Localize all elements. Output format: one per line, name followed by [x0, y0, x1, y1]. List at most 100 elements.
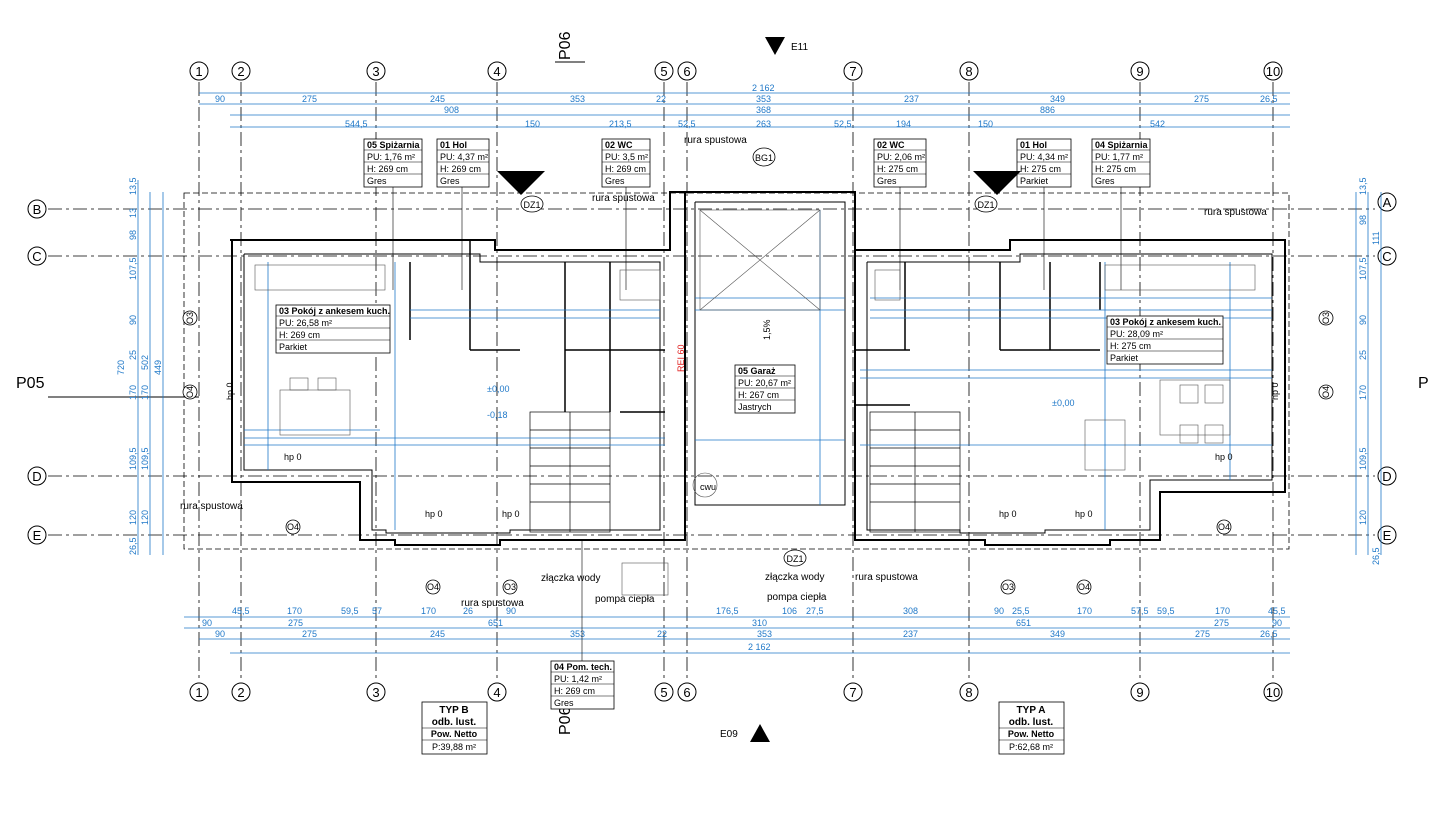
axis-bubble: A — [1377, 192, 1397, 212]
svg-text:170: 170 — [1077, 606, 1092, 616]
svg-text:13,5: 13,5 — [128, 177, 138, 195]
svg-text:8: 8 — [965, 685, 972, 700]
svg-text:2 162: 2 162 — [752, 83, 775, 93]
svg-text:P:62,68 m²: P:62,68 m² — [1009, 742, 1053, 752]
svg-text:pompa ciepła: pompa ciepła — [767, 592, 827, 603]
svg-text:170: 170 — [421, 606, 436, 616]
svg-text:E09: E09 — [720, 729, 738, 740]
svg-text:170: 170 — [1358, 385, 1368, 400]
svg-text:150: 150 — [525, 119, 540, 129]
svg-text:O3: O3 — [504, 582, 516, 592]
svg-text:PU: 2,06 m²: PU: 2,06 m² — [877, 152, 925, 162]
svg-text:275: 275 — [302, 94, 317, 104]
axis-bubble: 5 — [654, 61, 674, 81]
svg-text:59,5: 59,5 — [1157, 606, 1175, 616]
svg-text:107,5: 107,5 — [128, 257, 138, 280]
svg-text:O4: O4 — [1321, 386, 1331, 398]
side-axis-markers: B C D E A C D E — [27, 192, 1397, 545]
side-dim-texts: 26,5 120 109,5 170 25 90 107,5 98 13 13,… — [116, 177, 1381, 565]
svg-text:109,5: 109,5 — [128, 447, 138, 470]
dz1-marker: DZ1 — [520, 195, 544, 213]
svg-text:120: 120 — [128, 510, 138, 525]
svg-text:10: 10 — [1266, 64, 1280, 79]
svg-text:237: 237 — [903, 629, 918, 639]
svg-text:Parkiet: Parkiet — [279, 342, 308, 352]
svg-text:D: D — [32, 469, 41, 484]
svg-text:DZ1: DZ1 — [786, 554, 803, 564]
svg-text:25: 25 — [128, 350, 138, 360]
svg-text:03 Pokój z ankesem kuch.: 03 Pokój z ankesem kuch. — [1110, 317, 1221, 327]
svg-text:-0,18: -0,18 — [487, 410, 508, 420]
svg-text:150: 150 — [978, 119, 993, 129]
svg-text:hp 0: hp 0 — [1270, 382, 1280, 400]
svg-text:E11: E11 — [791, 42, 808, 53]
top-dim-texts: 2 162 90 275 245 353 22 353 237 349 275 … — [215, 83, 1278, 129]
svg-text:Jastrych: Jastrych — [738, 402, 772, 412]
axis-bubble: B — [27, 199, 47, 219]
svg-text:45,5: 45,5 — [1268, 606, 1286, 616]
svg-text:rura spustowa: rura spustowa — [461, 598, 524, 609]
svg-text:H: 275 cm: H: 275 cm — [1020, 164, 1061, 174]
svg-text:26,5: 26,5 — [1260, 94, 1278, 104]
svg-text:90: 90 — [215, 94, 225, 104]
svg-text:hp 0: hp 0 — [225, 382, 235, 400]
axis-bubble: 1 — [189, 61, 209, 81]
svg-text:308: 308 — [903, 606, 918, 616]
bottom-dimensions — [184, 616, 1290, 654]
dz1-marker: DZ1 — [974, 195, 998, 213]
svg-text:349: 349 — [1050, 94, 1065, 104]
svg-text:4: 4 — [493, 64, 500, 79]
axis-lines — [48, 82, 1375, 680]
axis-bubble: 2 — [231, 682, 251, 702]
svg-text:Parkiet: Parkiet — [1110, 353, 1139, 363]
svg-text:REI 60: REI 60 — [676, 344, 686, 372]
svg-text:7: 7 — [849, 685, 856, 700]
svg-text:O4: O4 — [185, 386, 195, 398]
entrance-marker — [497, 171, 1021, 195]
svg-text:59,5: 59,5 — [341, 606, 359, 616]
svg-text:1,5%: 1,5% — [762, 319, 772, 340]
downpipe-labels: rura spustowa rura spustowa rura spustow… — [180, 135, 1267, 609]
axis-bubble: 8 — [959, 61, 979, 81]
svg-text:213,5: 213,5 — [609, 119, 632, 129]
svg-text:26,5: 26,5 — [1371, 547, 1381, 565]
svg-text:złączka wody: złączka wody — [765, 572, 824, 583]
svg-text:Gres: Gres — [367, 176, 387, 186]
svg-text:106: 106 — [782, 606, 797, 616]
window-marker: O4 — [425, 579, 441, 595]
svg-text:52,5: 52,5 — [678, 119, 696, 129]
svg-text:PU: 4,37 m²: PU: 4,37 m² — [440, 152, 488, 162]
svg-text:13: 13 — [128, 208, 138, 218]
svg-text:E: E — [1383, 528, 1392, 543]
furniture — [254, 209, 1256, 596]
room-label: 05 Spiżarnia PU: 1,76 m² H: 269 cm Gres — [363, 138, 423, 188]
svg-text:275: 275 — [288, 618, 303, 628]
axis-bubble: 2 — [231, 61, 251, 81]
svg-text:hp 0: hp 0 — [999, 509, 1017, 519]
svg-text:P:39,88 m²: P:39,88 m² — [432, 742, 476, 752]
room-label: 02 WC PU: 3,5 m² H: 269 cm Gres — [601, 138, 651, 188]
svg-text:1: 1 — [195, 64, 202, 79]
svg-text:rura spustowa: rura spustowa — [684, 135, 747, 146]
svg-text:H: 269 cm: H: 269 cm — [279, 330, 320, 340]
svg-text:107,5: 107,5 — [1358, 257, 1368, 280]
svg-text:368: 368 — [756, 105, 771, 115]
svg-text:275: 275 — [1194, 94, 1209, 104]
svg-text:245: 245 — [430, 629, 445, 639]
window-marker: O3 — [182, 310, 198, 326]
side-dimensions — [137, 180, 1382, 555]
section-marker-top: P06 — [555, 31, 585, 63]
svg-text:109,5: 109,5 — [140, 447, 150, 470]
svg-text:2: 2 — [237, 685, 244, 700]
window-marker: O4 — [1318, 384, 1334, 400]
svg-text:Gres: Gres — [605, 176, 625, 186]
top-dimensions — [199, 92, 1290, 128]
svg-text:170: 170 — [140, 385, 150, 400]
svg-text:237: 237 — [904, 94, 919, 104]
elevation-top: E11 — [765, 37, 808, 55]
svg-text:PU: 26,58 m²: PU: 26,58 m² — [279, 318, 332, 328]
svg-text:rura spustowa: rura spustowa — [855, 572, 918, 583]
axis-bubble: C — [1377, 246, 1397, 266]
svg-text:PU: 1,42 m²: PU: 1,42 m² — [554, 674, 602, 684]
svg-text:275: 275 — [1214, 618, 1229, 628]
